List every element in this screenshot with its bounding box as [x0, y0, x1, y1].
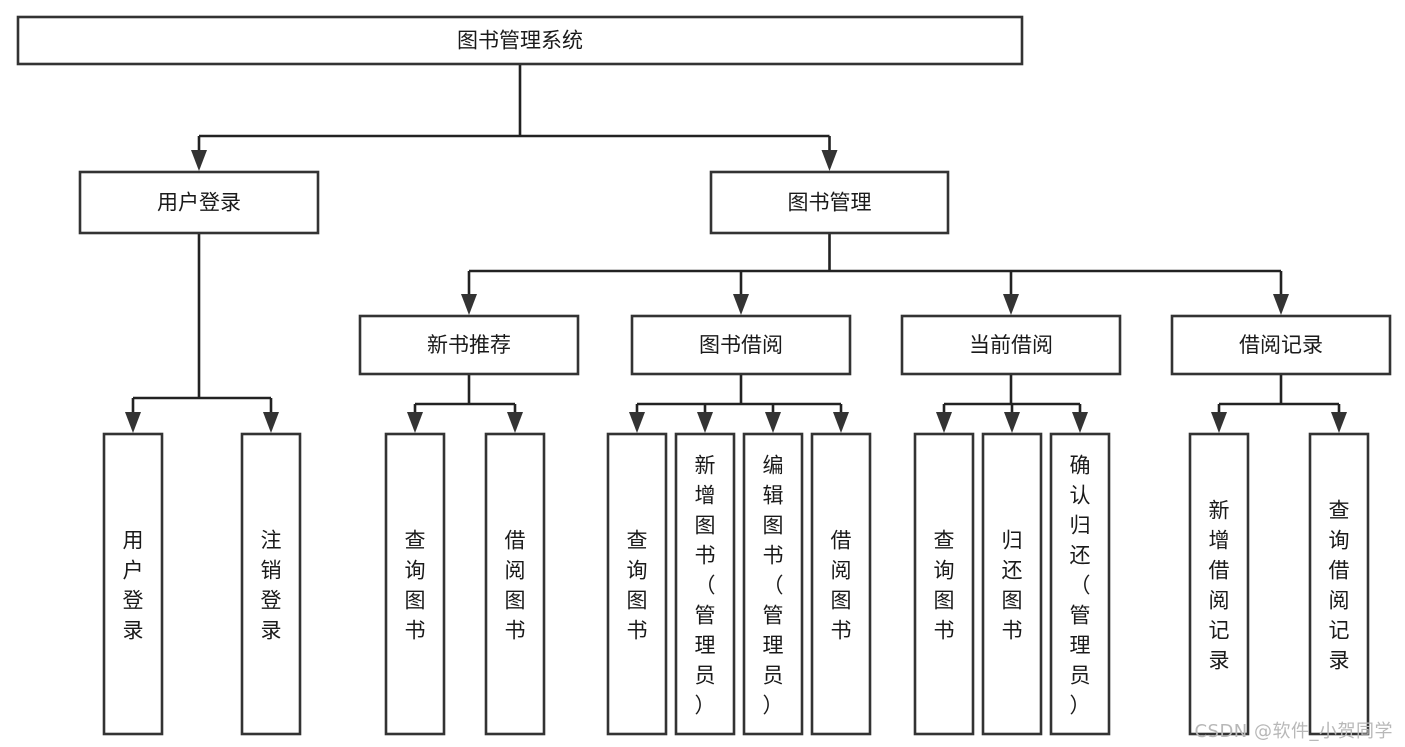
arrow-head-icon: [733, 294, 749, 315]
node-label: 当前借阅: [969, 333, 1053, 357]
node-box: [1049, 432, 1111, 736]
node-leaf10[interactable]: 归还图书: [981, 432, 1043, 736]
node-leaf5[interactable]: 查询图书: [606, 432, 668, 736]
node-label: 查询图书: [934, 528, 955, 642]
node-label: 编辑图书（管理员）: [763, 453, 784, 717]
node-bookmgmt[interactable]: 图书管理: [709, 170, 950, 235]
node-box: [709, 170, 950, 235]
arrow-head-icon: [1004, 412, 1020, 433]
arrow-head-icon: [407, 412, 423, 433]
node-current[interactable]: 当前借阅: [900, 314, 1122, 376]
node-box: [358, 314, 580, 376]
arrow-head-icon: [263, 412, 279, 433]
node-label: 新增借阅记录: [1209, 498, 1230, 672]
node-label: 注销登录: [261, 528, 282, 642]
node-box: [1188, 432, 1250, 736]
node-box: [606, 432, 668, 736]
node-box: [810, 432, 872, 736]
node-box: [78, 170, 320, 235]
arrow-head-icon: [191, 150, 207, 171]
arrow-head-icon: [1331, 412, 1347, 433]
node-leaf12[interactable]: 新增借阅记录: [1188, 432, 1250, 736]
node-leaf8[interactable]: 借阅图书: [810, 432, 872, 736]
arrow-head-icon: [507, 412, 523, 433]
arrow-head-icon: [1211, 412, 1227, 433]
arrow-head-icon: [1273, 294, 1289, 315]
node-box: [674, 432, 736, 736]
node-box: [102, 432, 164, 736]
node-label: 查询图书: [627, 528, 648, 642]
node-label: 图书管理系统: [457, 29, 583, 53]
arrow-head-icon: [125, 412, 141, 433]
node-label: 查询借阅记录: [1329, 498, 1350, 672]
node-label: 查询图书: [405, 528, 426, 642]
node-label: 借阅图书: [505, 528, 526, 642]
arrow-head-icon: [821, 150, 838, 171]
node-root[interactable]: 图书管理系统: [16, 15, 1024, 66]
node-box: [1170, 314, 1392, 376]
node-label: 图书管理: [788, 191, 872, 215]
node-label: 新增图书（管理员）: [695, 453, 716, 717]
node-box: [630, 314, 852, 376]
node-leaf3[interactable]: 查询图书: [384, 432, 446, 736]
node-leaf1[interactable]: 用户登录: [102, 432, 164, 736]
node-box: [384, 432, 446, 736]
connector-group-bookmgmt-to-level2: [461, 233, 1289, 315]
node-label: 借阅图书: [831, 528, 852, 642]
connector-group-login-to-leaves: [125, 233, 279, 433]
node-label: 用户登录: [157, 191, 241, 215]
node-label: 图书借阅: [699, 333, 783, 357]
connector-group-borrow-to-leaves: [629, 374, 849, 433]
node-label: 新书推荐: [427, 333, 511, 357]
arrow-head-icon: [1072, 412, 1088, 433]
node-leaf9[interactable]: 查询图书: [913, 432, 975, 736]
node-leaf11[interactable]: 确认归还（管理员）: [1049, 432, 1111, 736]
node-box: [742, 432, 804, 736]
node-leaf13[interactable]: 查询借阅记录: [1308, 432, 1370, 736]
arrow-head-icon: [765, 412, 781, 433]
node-newbook[interactable]: 新书推荐: [358, 314, 580, 376]
node-box: [913, 432, 975, 736]
arrow-head-icon: [461, 294, 477, 315]
connector-group-record-to-leaves: [1211, 374, 1347, 433]
node-box: [1308, 432, 1370, 736]
node-layer: 图书管理系统用户登录图书管理新书推荐图书借阅当前借阅借阅记录用户登录注销登录查询…: [16, 15, 1392, 736]
node-box: [16, 15, 1024, 66]
node-leaf4[interactable]: 借阅图书: [484, 432, 546, 736]
node-record[interactable]: 借阅记录: [1170, 314, 1392, 376]
node-box: [240, 432, 302, 736]
arrow-head-icon: [1003, 294, 1019, 315]
node-leaf6[interactable]: 新增图书（管理员）: [674, 432, 736, 736]
node-box: [484, 432, 546, 736]
node-leaf2[interactable]: 注销登录: [240, 432, 302, 736]
node-leaf7[interactable]: 编辑图书（管理员）: [742, 432, 804, 736]
connector-layer: [125, 64, 1347, 433]
csdn-watermark: CSDN @软件_小贺同学: [1194, 721, 1393, 742]
node-box: [900, 314, 1122, 376]
node-label: 借阅记录: [1239, 333, 1323, 357]
node-label: 归还图书: [1002, 528, 1023, 642]
connector-group-root-to-level1: [191, 64, 838, 171]
connector-group-newbook-to-leaves: [407, 374, 523, 433]
node-label: 用户登录: [123, 528, 144, 642]
arrow-head-icon: [629, 412, 645, 433]
node-label: 确认归还（管理员）: [1070, 453, 1091, 717]
node-login[interactable]: 用户登录: [78, 170, 320, 235]
arrow-head-icon: [833, 412, 849, 433]
node-box: [981, 432, 1043, 736]
arrow-head-icon: [697, 412, 713, 433]
arrow-head-icon: [936, 412, 952, 433]
connector-group-current-to-leaves: [936, 374, 1088, 433]
node-borrow[interactable]: 图书借阅: [630, 314, 852, 376]
